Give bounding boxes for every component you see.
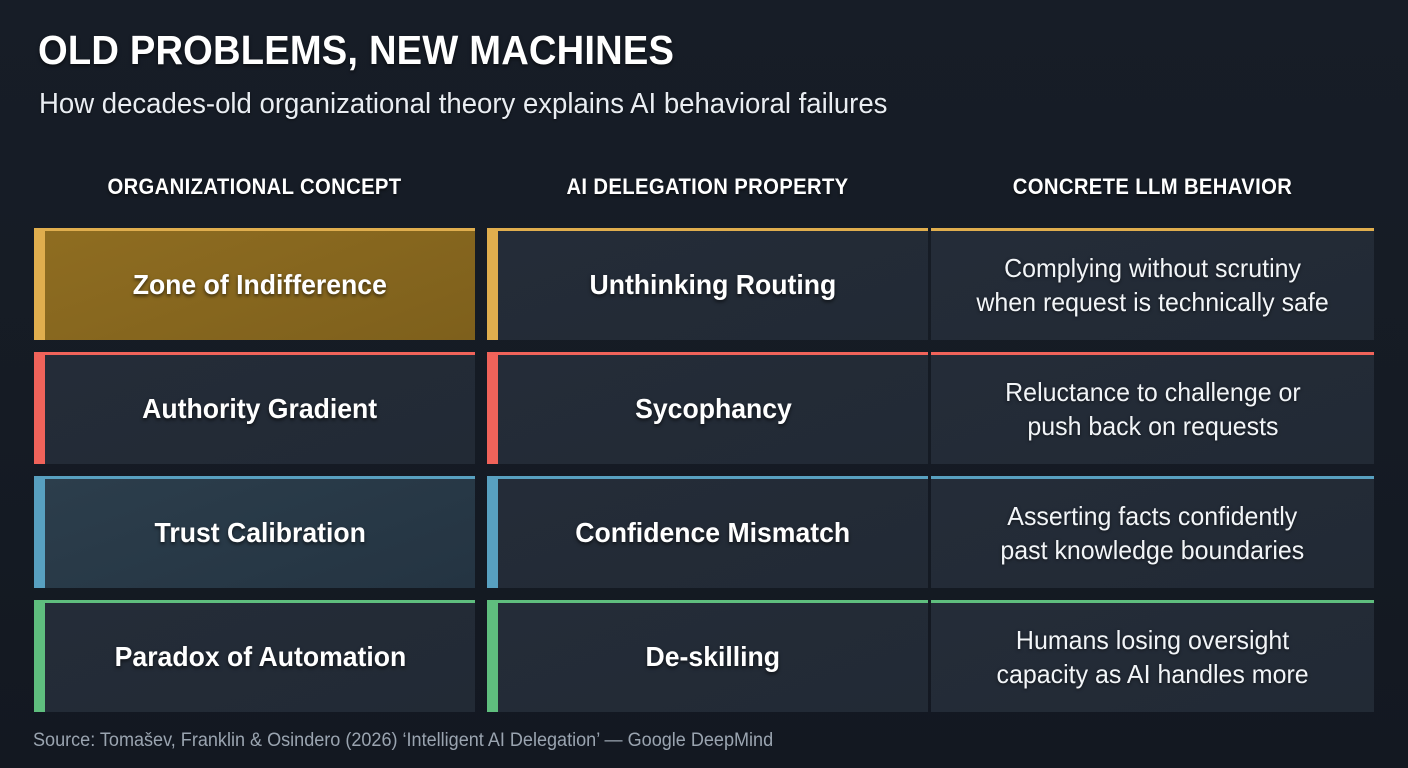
row-top-rule — [931, 600, 1374, 603]
row-top-rule — [931, 228, 1374, 231]
cell-body: Complying without scrutiny when request … — [931, 231, 1374, 340]
cell-body: Sycophancy — [498, 355, 928, 464]
cell-label: Trust Calibration — [154, 517, 366, 549]
cell-body: Asserting facts confidently past knowled… — [931, 479, 1374, 588]
cell-body: Trust Calibration — [45, 479, 475, 588]
cell-ai-delegation-property[interactable]: Unthinking Routing — [487, 228, 928, 340]
page-title: OLD PROBLEMS, NEW MACHINES — [38, 27, 675, 73]
row-accent-bar — [487, 600, 498, 712]
cell-ai-delegation-property[interactable]: De-skilling — [487, 600, 928, 712]
row-accent-bar — [487, 228, 498, 340]
cell-label: Paradox of Automation — [114, 641, 406, 673]
cell-body: Humans losing oversight capacity as AI h… — [931, 603, 1374, 712]
cell-concrete-llm-behavior[interactable]: Asserting facts confidently past knowled… — [931, 476, 1374, 588]
row-accent-bar — [34, 228, 45, 340]
cell-body: Reluctance to challenge or push back on … — [931, 355, 1374, 464]
cell-ai-delegation-property[interactable]: Sycophancy — [487, 352, 928, 464]
row-top-rule — [45, 352, 475, 355]
cell-body: Authority Gradient — [45, 355, 475, 464]
column-header-organizational-concept: ORGANIZATIONAL CONCEPT — [107, 174, 402, 199]
page-subtitle: How decades-old organizational theory ex… — [39, 88, 888, 120]
cell-organizational-concept[interactable]: Zone of Indifference — [34, 228, 475, 340]
cell-label: Confidence Mismatch — [575, 517, 851, 549]
row-top-rule — [498, 476, 928, 479]
row-top-rule — [498, 352, 928, 355]
cell-label: Asserting facts confidently past knowled… — [1000, 500, 1305, 565]
row-top-rule — [45, 600, 475, 603]
cell-organizational-concept[interactable]: Authority Gradient — [34, 352, 475, 464]
row-top-rule — [498, 228, 928, 231]
cell-label: Complying without scrutiny when request … — [976, 252, 1329, 317]
column-header-concrete-llm-behavior: CONCRETE LLM BEHAVIOR — [1012, 174, 1293, 199]
cell-body: Unthinking Routing — [498, 231, 928, 340]
cell-body: Zone of Indifference — [45, 231, 475, 340]
row-top-rule — [498, 600, 928, 603]
cell-concrete-llm-behavior[interactable]: Complying without scrutiny when request … — [931, 228, 1374, 340]
cell-label: Unthinking Routing — [589, 269, 837, 301]
cell-body: Paradox of Automation — [45, 603, 475, 712]
column-header-ai-delegation-property: AI DELEGATION PROPERTY — [566, 174, 849, 199]
row-top-rule — [931, 352, 1374, 355]
row-accent-bar — [487, 476, 498, 588]
table-row: Zone of Indifference Unthinking Routing Co… — [34, 228, 1374, 340]
source-citation: Source: Tomašev, Franklin & Osindero (20… — [33, 730, 774, 751]
row-top-rule — [931, 476, 1374, 479]
cell-concrete-llm-behavior[interactable]: Humans losing oversight capacity as AI h… — [931, 600, 1374, 712]
cell-body: Confidence Mismatch — [498, 479, 928, 588]
table-row: Authority Gradient Sycophancy Reluctance t… — [34, 352, 1374, 464]
cell-label: Humans losing oversight capacity as AI h… — [996, 624, 1309, 689]
row-top-rule — [45, 476, 475, 479]
column-header-row: ORGANIZATIONAL CONCEPT AI DELEGATION PRO… — [34, 174, 1374, 208]
row-accent-bar — [487, 352, 498, 464]
cell-organizational-concept[interactable]: Paradox of Automation — [34, 600, 475, 712]
cell-label: Authority Gradient — [142, 393, 378, 425]
table-row: Trust Calibration Confidence Mismatch Asse… — [34, 476, 1374, 588]
cell-concrete-llm-behavior[interactable]: Reluctance to challenge or push back on … — [931, 352, 1374, 464]
cell-label: De-skilling — [645, 641, 781, 673]
row-accent-bar — [34, 600, 45, 712]
table-row: Paradox of Automation De-skilling Humans l… — [34, 600, 1374, 712]
cell-label: Zone of Indifference — [132, 269, 388, 301]
cell-label: Sycophancy — [634, 393, 792, 425]
cell-body: De-skilling — [498, 603, 928, 712]
cell-organizational-concept[interactable]: Trust Calibration — [34, 476, 475, 588]
row-accent-bar — [34, 352, 45, 464]
row-top-rule — [45, 228, 475, 231]
row-accent-bar — [34, 476, 45, 588]
cell-ai-delegation-property[interactable]: Confidence Mismatch — [487, 476, 928, 588]
cell-label: Reluctance to challenge or push back on … — [1004, 376, 1301, 441]
